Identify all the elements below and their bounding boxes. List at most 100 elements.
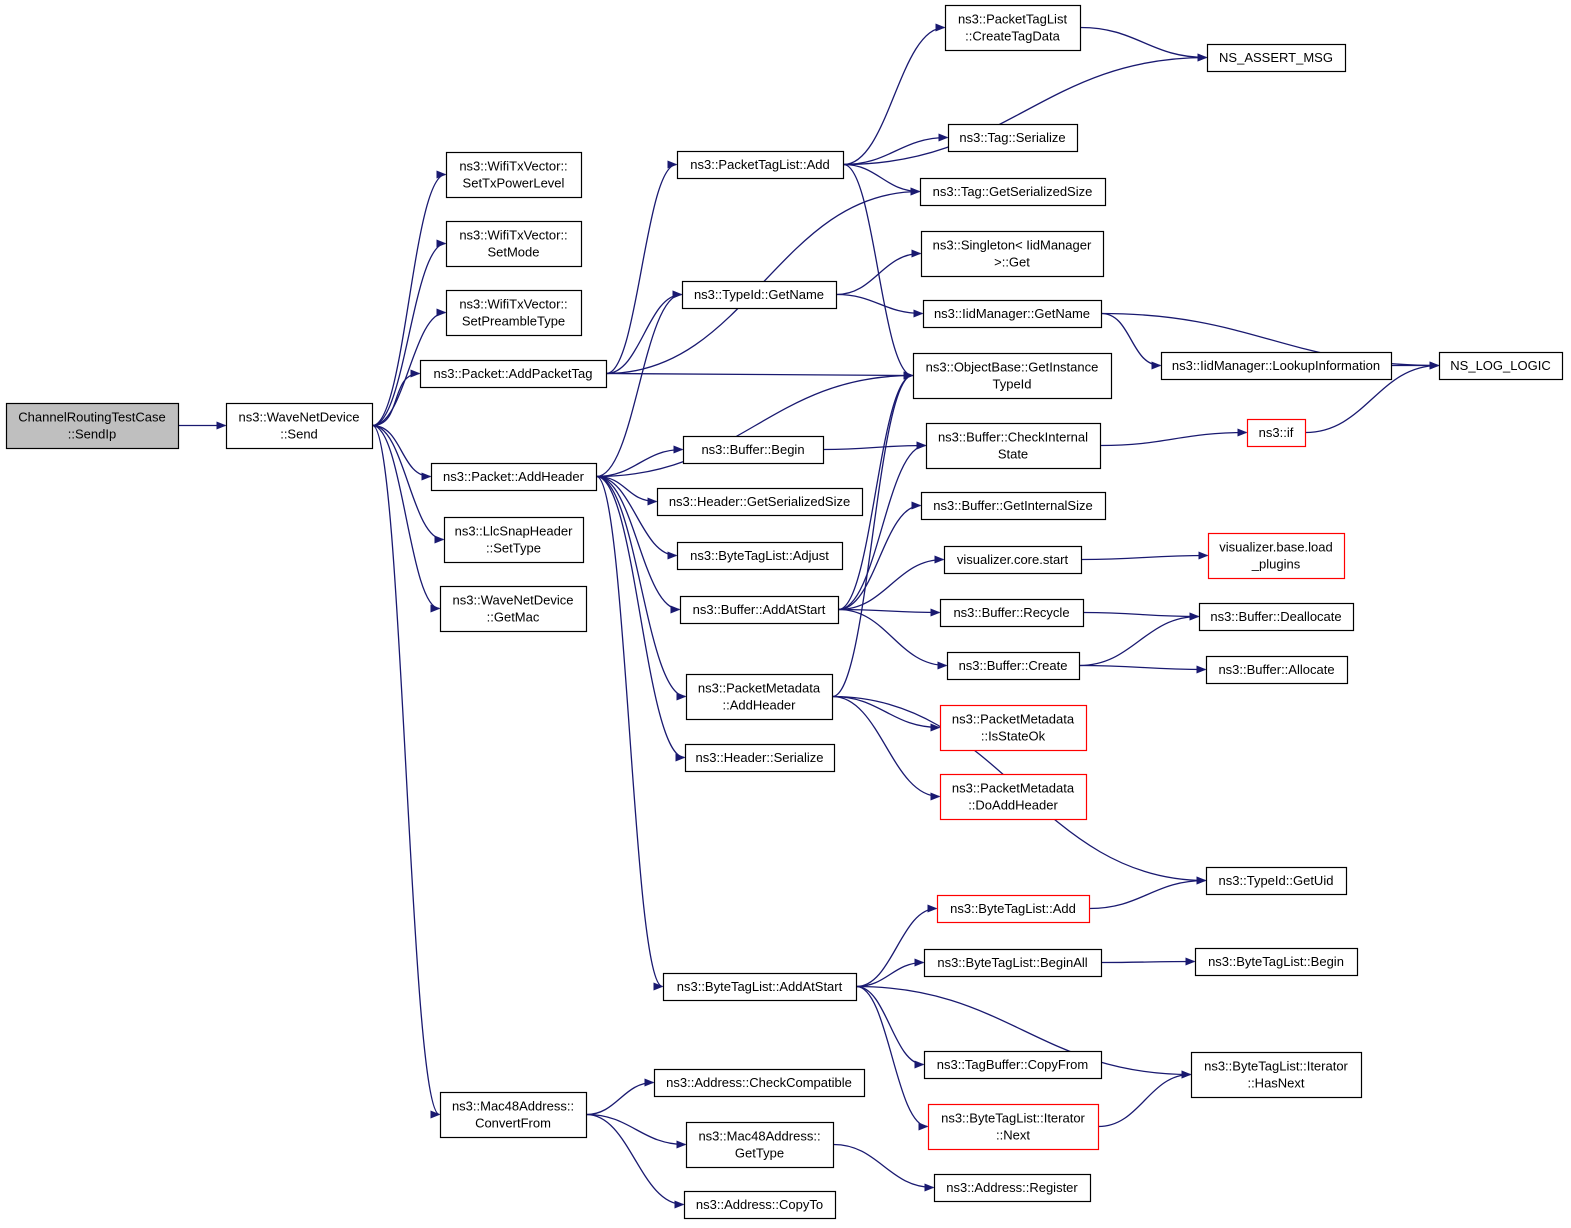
node-label: ns3::Buffer::Recycle xyxy=(953,605,1069,620)
node-box xyxy=(681,280,838,310)
node-tagser[interactable]: ns3::Tag::Serialize xyxy=(947,123,1079,153)
node-bufalloc[interactable]: ns3::Buffer::Allocate xyxy=(1205,655,1349,685)
node-box xyxy=(1207,532,1346,580)
node-viscore[interactable]: visualizer.core.start xyxy=(943,545,1083,575)
node-tidgu[interactable]: ns3::TypeId::GetUid xyxy=(1205,866,1348,896)
edge-send-to-addpt xyxy=(372,369,421,427)
node-iidgn[interactable]: ns3::IidManager::GetName xyxy=(922,299,1103,329)
node-settx[interactable]: ns3::WifiTxVector::SetTxPowerLevel xyxy=(445,151,583,199)
node-box xyxy=(682,435,825,465)
node-label: SetTxPowerLevel xyxy=(463,176,565,191)
node-pmaddhdr[interactable]: ns3::PacketMetadata::AddHeader xyxy=(685,673,834,721)
node-addrcc[interactable]: ns3::Address::CheckCompatible xyxy=(653,1068,866,1098)
edge-btlaas-to-btladd xyxy=(856,904,938,988)
node-btladd[interactable]: ns3::ByteTagList::Add xyxy=(936,894,1091,924)
node-nsassert[interactable]: NS_ASSERT_MSG xyxy=(1206,43,1347,73)
node-box xyxy=(1438,351,1564,381)
node-label: SetMode xyxy=(487,245,539,260)
edge-addpt-to-objbase xyxy=(606,371,914,380)
node-btlaas[interactable]: ns3::ByteTagList::AddAtStart xyxy=(662,972,858,1002)
edge-addpt-to-tidname xyxy=(606,290,683,375)
node-label: ::GetMac xyxy=(487,610,540,625)
node-label: ConvertFrom xyxy=(475,1116,551,1131)
node-addpt[interactable]: ns3::Packet::AddPacketTag xyxy=(419,359,608,389)
node-label: ns3::PacketMetadata xyxy=(698,681,821,696)
node-bufbegin[interactable]: ns3::Buffer::Begin xyxy=(682,435,825,465)
node-bufcreate[interactable]: ns3::Buffer::Create xyxy=(946,651,1081,681)
node-getmac[interactable]: ns3::WaveNetDevice::GetMac xyxy=(439,585,588,633)
node-macgt[interactable]: ns3::Mac48Address::GetType xyxy=(685,1121,835,1169)
node-hdrsize[interactable]: ns3::Header::GetSerializedSize xyxy=(656,487,864,517)
node-addrreg[interactable]: ns3::Address::Register xyxy=(933,1173,1092,1203)
node-taggss[interactable]: ns3::Tag::GetSerializedSize xyxy=(919,177,1107,207)
node-llc[interactable]: ns3::LlcSnapHeader::SetType xyxy=(443,516,585,564)
node-convfrom[interactable]: ns3::Mac48Address::ConvertFrom xyxy=(439,1091,588,1139)
edge-addhdr-to-btlaas xyxy=(596,475,664,991)
node-label: ns3::IidManager::LookupInformation xyxy=(1172,358,1380,373)
node-label: ns3::ByteTagList::Adjust xyxy=(690,548,829,563)
edge-viscore-to-visload xyxy=(1081,551,1209,561)
node-box xyxy=(685,1121,835,1169)
node-label: ns3::ByteTagList::AddAtStart xyxy=(677,979,843,994)
node-btlba[interactable]: ns3::ByteTagList::BeginAll xyxy=(923,948,1103,978)
node-box xyxy=(946,651,1081,681)
node-visload[interactable]: visualizer.base.load_plugins xyxy=(1207,532,1346,580)
node-ptladd[interactable]: ns3::PacketTagList::Add xyxy=(676,150,845,180)
edge-addhdr-to-pmaddhdr xyxy=(596,475,687,701)
node-box xyxy=(927,1103,1100,1151)
node-label: ns3::Header::GetSerializedSize xyxy=(669,494,850,509)
node-btlin[interactable]: ns3::ByteTagList::Iterator::Next xyxy=(927,1103,1100,1151)
node-bufdealloc[interactable]: ns3::Buffer::Deallocate xyxy=(1198,602,1355,632)
node-label: ns3::IidManager::GetName xyxy=(934,306,1090,321)
node-setpre[interactable]: ns3::WifiTxVector::SetPreambleType xyxy=(445,289,583,337)
node-ptlctd[interactable]: ns3::PacketTagList::CreateTagData xyxy=(944,4,1082,52)
node-bufgis[interactable]: ns3::Buffer::GetInternalSize xyxy=(920,491,1107,521)
edge-ptladd-to-nsassert xyxy=(843,53,1208,166)
edge-btladd-to-tidgu xyxy=(1089,876,1207,910)
node-btladj[interactable]: ns3::ByteTagList::Adjust xyxy=(676,541,844,571)
node-pmdah[interactable]: ns3::PacketMetadata::DoAddHeader xyxy=(939,773,1088,821)
node-singleton[interactable]: ns3::Singleton< IidManager>::Get xyxy=(920,230,1105,278)
node-setmode[interactable]: ns3::WifiTxVector::SetMode xyxy=(445,220,583,268)
node-root[interactable]: ChannelRoutingTestCase::SendIp xyxy=(5,402,180,450)
node-send[interactable]: ns3::WaveNetDevice::Send xyxy=(225,402,374,450)
edge-macgt-to-addrreg xyxy=(833,1143,935,1192)
node-label: ns3::WaveNetDevice xyxy=(453,593,574,608)
node-box xyxy=(920,491,1107,521)
node-tidname[interactable]: ns3::TypeId::GetName xyxy=(681,280,838,310)
node-box xyxy=(1205,866,1348,896)
node-label: ns3::Packet::AddPacketTag xyxy=(434,366,593,381)
node-label: ns3::Address::CheckCompatible xyxy=(666,1075,852,1090)
node-addhdr[interactable]: ns3::Packet::AddHeader xyxy=(430,462,598,492)
edge-btlin-to-btlihn xyxy=(1098,1070,1192,1128)
edge-addpt-to-ptladd xyxy=(606,160,678,375)
node-label: ns3::Tag::Serialize xyxy=(959,130,1065,145)
node-label: ns3::TypeId::GetName xyxy=(694,287,824,302)
edge-tidname-to-iidgn xyxy=(836,293,924,318)
node-label: ns3::PacketMetadata xyxy=(952,781,1075,796)
node-label: NS_ASSERT_MSG xyxy=(1219,50,1333,65)
node-tbcf[interactable]: ns3::TagBuffer::CopyFrom xyxy=(923,1050,1103,1080)
edge-convfrom-to-addrct xyxy=(586,1113,685,1209)
edge-bufaas-to-viscore xyxy=(838,555,945,611)
node-bufrec[interactable]: ns3::Buffer::Recycle xyxy=(939,598,1085,628)
node-nslog[interactable]: NS_LOG_LOGIC xyxy=(1438,351,1564,381)
node-nsif[interactable]: ns3::if xyxy=(1246,418,1307,448)
node-label: ns3::ByteTagList::Iterator xyxy=(1204,1059,1348,1074)
node-btlbegin[interactable]: ns3::ByteTagList::Begin xyxy=(1194,947,1359,977)
node-btlihn[interactable]: ns3::ByteTagList::Iterator::HasNext xyxy=(1190,1051,1363,1099)
node-bufaas[interactable]: ns3::Buffer::AddAtStart xyxy=(679,595,840,625)
node-label: ns3::WifiTxVector:: xyxy=(459,228,567,243)
node-box xyxy=(1246,418,1307,448)
node-box xyxy=(947,123,1079,153)
node-label: ns3::PacketTagList xyxy=(958,12,1068,27)
node-label: ns3::ByteTagList::Add xyxy=(950,901,1076,916)
edge-bufcreate-to-bufdealloc xyxy=(1079,612,1200,667)
node-pmiso[interactable]: ns3::PacketMetadata::IsStateOk xyxy=(939,704,1088,752)
node-hdrser[interactable]: ns3::Header::Serialize xyxy=(684,743,836,773)
node-addrct[interactable]: ns3::Address::CopyTo xyxy=(683,1190,837,1220)
node-iidli[interactable]: ns3::IidManager::LookupInformation xyxy=(1160,351,1393,381)
edge-pmaddhdr-to-objbase xyxy=(832,371,914,698)
